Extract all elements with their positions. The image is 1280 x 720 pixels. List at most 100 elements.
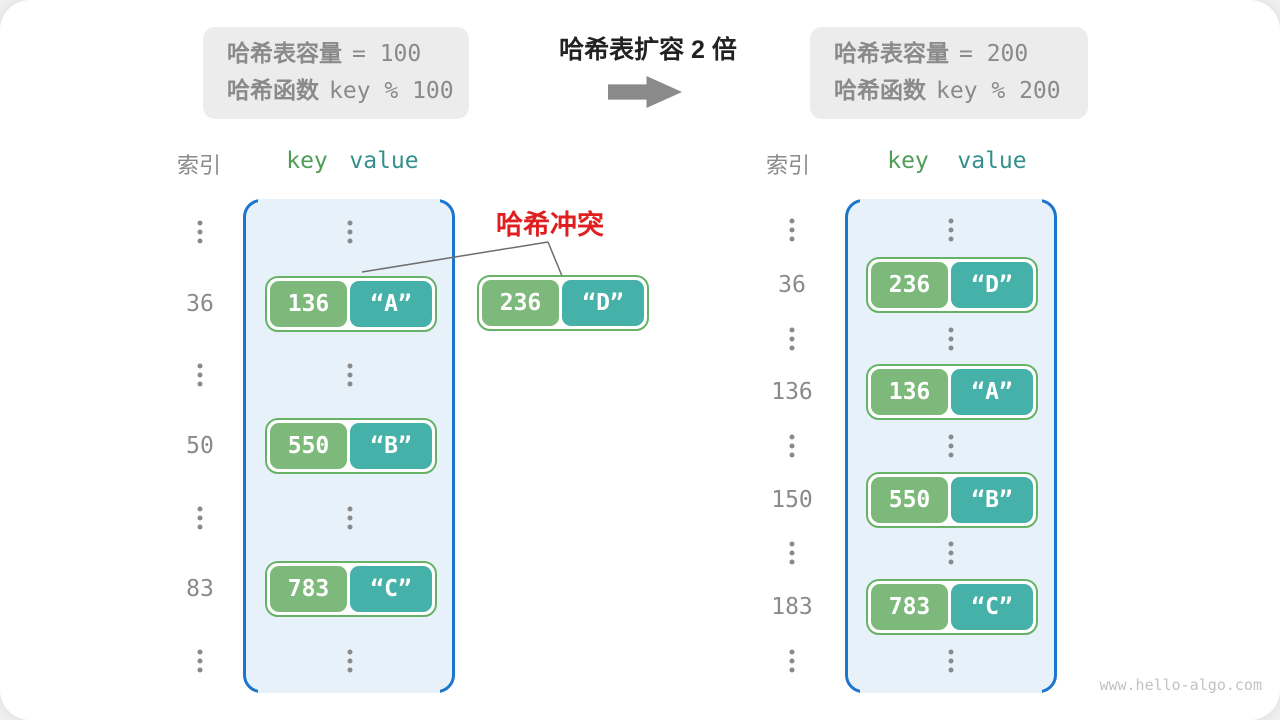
dot (347, 524, 353, 530)
right-bucket-ellipsis-icon (948, 649, 954, 673)
dot (948, 550, 954, 556)
right-kv-pair: 236“D” (866, 257, 1038, 313)
dot (197, 658, 203, 664)
dot (347, 229, 353, 235)
dot (948, 236, 954, 242)
dot (948, 218, 954, 224)
left-index-ellipsis-icon (197, 220, 203, 244)
right-value-header: value (957, 148, 1027, 174)
hash-function-value: key % 200 (936, 78, 1061, 104)
right-key-header: key (887, 148, 929, 174)
pair-value: “C” (951, 584, 1033, 630)
right-index-ellipsis-icon (789, 434, 795, 458)
right-index-ellipsis-icon (789, 327, 795, 351)
dot (789, 550, 795, 556)
external-kv-pair: 236“D” (477, 275, 649, 331)
right-index-ellipsis-icon (789, 541, 795, 565)
pair-key: 783 (871, 584, 948, 630)
pair-value: “A” (350, 281, 432, 327)
right-index-ellipsis-icon (789, 218, 795, 242)
dot (789, 667, 795, 673)
collision-label: 哈希冲突 (496, 210, 604, 240)
pair-key: 783 (270, 566, 347, 612)
capacity-value: = 200 (959, 41, 1029, 68)
left-bucket-ellipsis-icon (347, 363, 353, 387)
left-key-header: key (286, 148, 328, 174)
left-index-ellipsis-icon (197, 363, 203, 387)
left-value-header: value (349, 148, 419, 174)
dot (948, 658, 954, 664)
right-bucket-ellipsis-icon (948, 327, 954, 351)
dot (347, 667, 353, 673)
dot (347, 506, 353, 512)
pair-key: 236 (871, 262, 948, 308)
dot (789, 227, 795, 233)
right-index-header: 索引 (765, 153, 811, 178)
right-index-label: 150 (771, 487, 813, 513)
left-index-ellipsis-icon (197, 506, 203, 530)
dot (347, 515, 353, 521)
dot (948, 559, 954, 565)
dot (197, 363, 203, 369)
dot (197, 238, 203, 244)
dot (948, 541, 954, 547)
dot (789, 327, 795, 333)
hash-function-line: 哈希函数 key % 200 (834, 77, 1088, 106)
left-kv-pair: 550“B” (265, 418, 437, 474)
dot (347, 220, 353, 226)
left-bucket-ellipsis-icon (347, 220, 353, 244)
dot (789, 649, 795, 655)
dot (948, 227, 954, 233)
left-bucket-ellipsis-icon (347, 649, 353, 673)
pair-key: 550 (270, 423, 347, 469)
left-bucket-ellipsis-icon (347, 506, 353, 530)
dot (948, 443, 954, 449)
dot (197, 524, 203, 530)
dot (789, 658, 795, 664)
right-kv-pair: 550“B” (866, 472, 1038, 528)
capacity-line: 哈希表容量= 100 (227, 40, 469, 69)
right-bucket-ellipsis-icon (948, 541, 954, 565)
dot (197, 506, 203, 512)
pair-key: 236 (482, 280, 559, 326)
capacity-value: = 100 (352, 41, 422, 68)
dot (789, 345, 795, 351)
dot (347, 649, 353, 655)
pair-key: 136 (871, 369, 948, 415)
dot (948, 434, 954, 440)
hash-function-value: key % 100 (329, 78, 454, 104)
dot (197, 381, 203, 387)
pair-value: “B” (951, 477, 1033, 523)
hash-function-line: 哈希函数 key % 100 (227, 77, 469, 106)
left-index-header: 索引 (176, 153, 222, 178)
right-bucket-ellipsis-icon (948, 434, 954, 458)
dot (197, 229, 203, 235)
dot (347, 363, 353, 369)
hash-function-label: 哈希函数 (227, 77, 319, 103)
dot (347, 372, 353, 378)
dot (197, 220, 203, 226)
pair-key: 136 (270, 281, 347, 327)
watermark: www.hello-algo.com (1099, 676, 1262, 694)
dot (789, 452, 795, 458)
dot (948, 345, 954, 351)
dot (789, 236, 795, 242)
dot (347, 238, 353, 244)
left-index-label: 83 (186, 576, 214, 602)
left-kv-pair: 783“C” (265, 561, 437, 617)
dot (948, 649, 954, 655)
right-kv-pair: 783“C” (866, 579, 1038, 635)
dot (948, 452, 954, 458)
capacity-line: 哈希表容量= 200 (834, 40, 1088, 69)
right-index-ellipsis-icon (789, 649, 795, 673)
pair-value: “B” (350, 423, 432, 469)
hash-function-label: 哈希函数 (834, 77, 926, 103)
dot (948, 327, 954, 333)
dot (948, 336, 954, 342)
expand-title: 哈希表扩容 2 倍 (559, 36, 737, 64)
pair-value: “A” (951, 369, 1033, 415)
left-index-label: 50 (186, 433, 214, 459)
right-index-label: 183 (771, 594, 813, 620)
